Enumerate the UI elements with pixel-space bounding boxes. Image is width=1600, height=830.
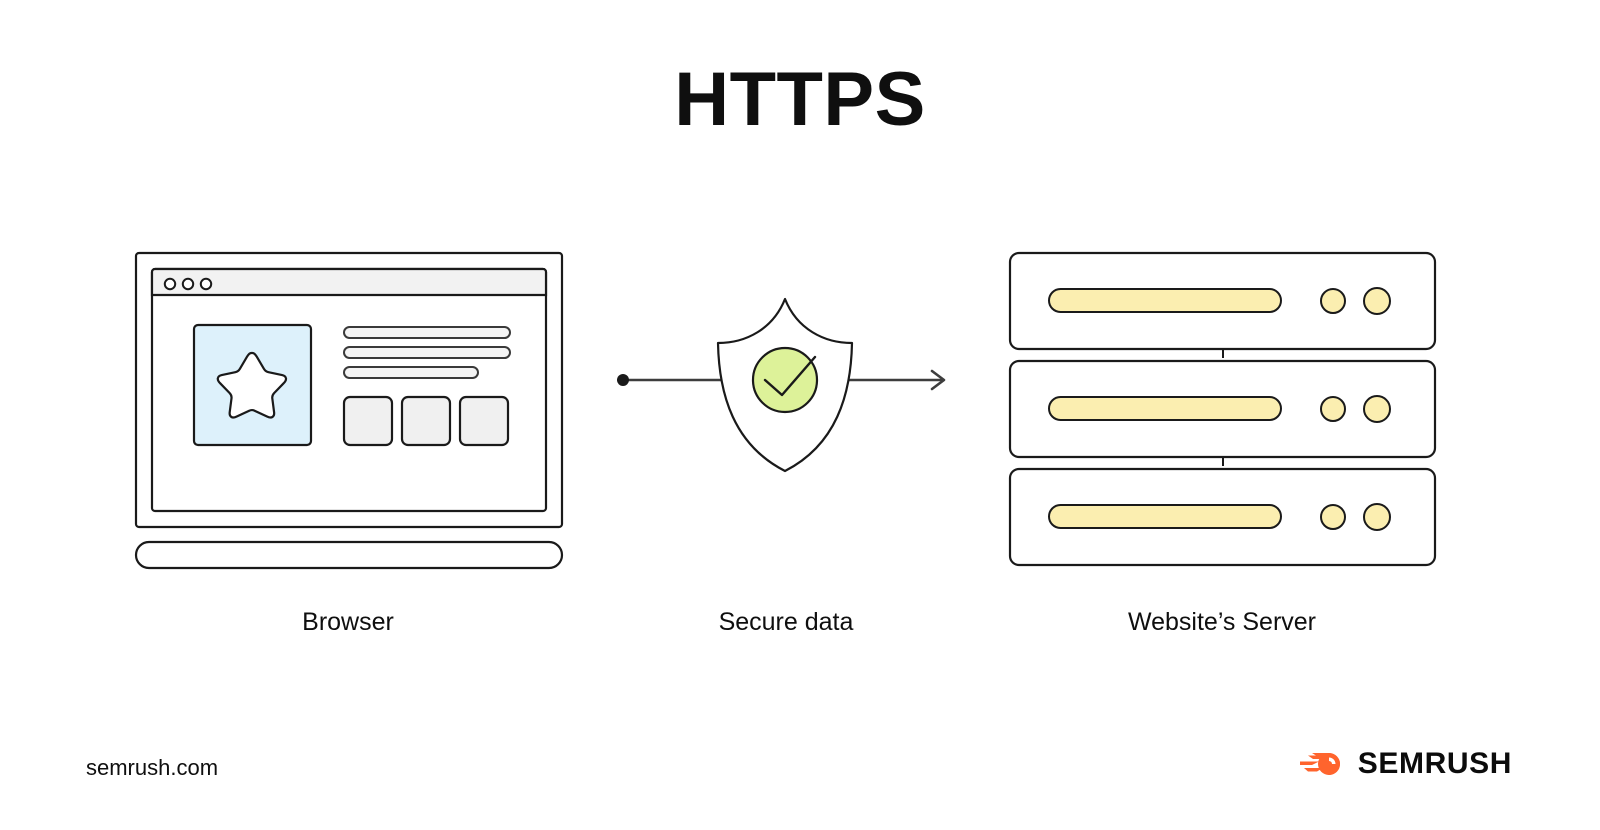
caption-server: Website’s Server: [1127, 608, 1317, 636]
server-rack-2-bar: [1048, 396, 1282, 421]
semrush-wordmark: SEMRUSH: [1357, 747, 1512, 780]
text-line-3: [343, 366, 479, 379]
card-placeholder-2: [400, 395, 452, 447]
server-illustration: [1008, 251, 1437, 567]
text-line-2: [343, 346, 511, 359]
browser-illustration: [134, 251, 564, 570]
server-rack-3-light-2: [1363, 503, 1391, 531]
star-icon: [216, 351, 288, 419]
browser-titlebar: [150, 267, 548, 297]
caption-browser: Browser: [302, 608, 394, 636]
laptop-base: [134, 540, 564, 570]
check-mark-icon: [763, 355, 817, 397]
server-rack-1-bar: [1048, 288, 1282, 313]
caption-secure-data: Secure data: [718, 608, 854, 636]
server-rack-2-light-1: [1320, 396, 1346, 422]
server-rack-3-light-1: [1320, 504, 1346, 530]
dot-3: [199, 277, 213, 291]
semrush-comet-icon: [1299, 753, 1340, 775]
server-rack-2-light-2: [1363, 395, 1391, 423]
server-rack-1-light-2: [1363, 287, 1391, 315]
dot-1: [163, 277, 177, 291]
dot-2: [181, 277, 195, 291]
footer-url: semrush.com: [86, 755, 219, 780]
check-circle: [751, 346, 819, 414]
card-placeholder-1: [342, 395, 394, 447]
server-rack-3-bar: [1048, 504, 1282, 529]
semrush-logo: SEMRUSH: [1299, 748, 1512, 780]
secure-data-illustration: [617, 297, 946, 473]
server-rack-1-light-1: [1320, 288, 1346, 314]
text-line-1: [343, 326, 511, 339]
connector-arrowhead: [930, 369, 946, 391]
page-title: HTTPS: [674, 57, 926, 142]
connector-start-dot: [617, 374, 629, 386]
card-placeholder-3: [458, 395, 510, 447]
